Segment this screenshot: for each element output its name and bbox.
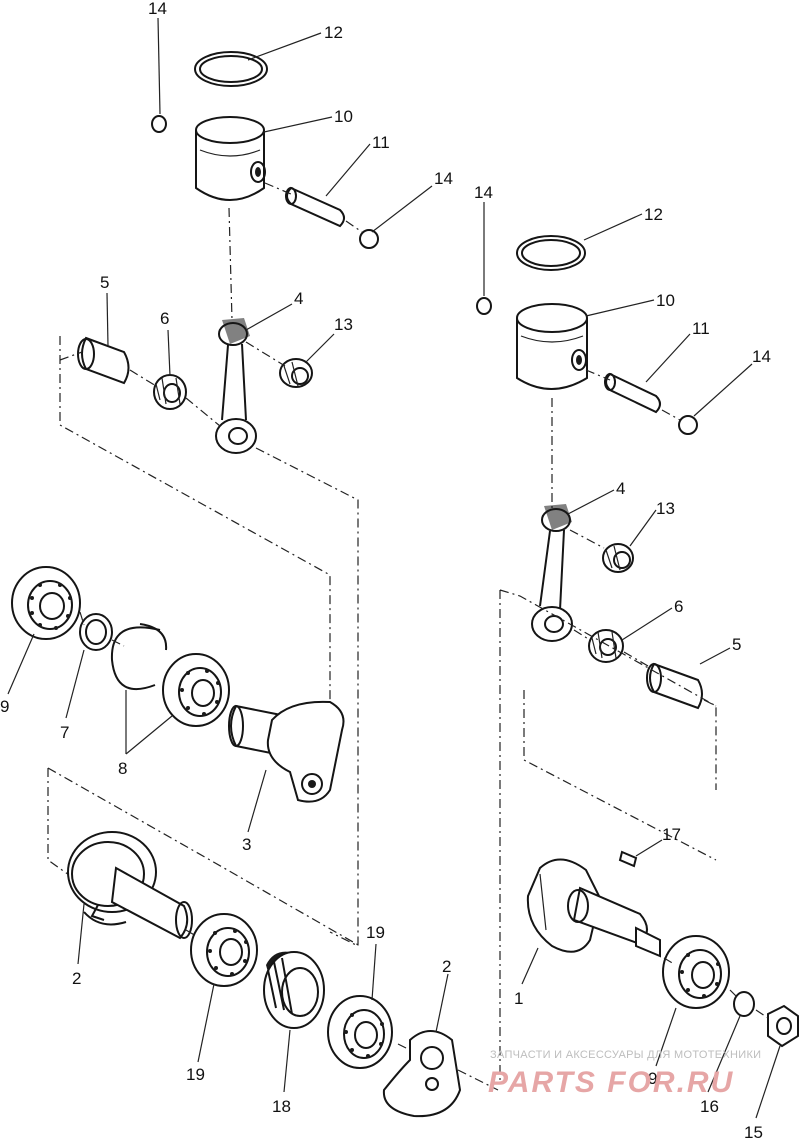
callout-left-6: 6 <box>160 309 169 328</box>
labyrinth-seal-part-18-left <box>263 951 325 1029</box>
centerline-left-crank2b <box>397 1043 411 1051</box>
callout-right-11: 11 <box>692 319 710 338</box>
callout-left-11: 11 <box>372 133 390 152</box>
callout-right-5: 5 <box>732 635 741 654</box>
callout-right-15: 15 <box>744 1123 763 1142</box>
main-bearing-part-9-right <box>662 935 730 1009</box>
callout-right-14b: 14 <box>752 347 771 366</box>
centerline-left-piston <box>228 207 233 321</box>
callout-left-19a: 19 <box>366 923 385 942</box>
callout-right-12: 12 <box>644 205 663 224</box>
callout-right-6: 6 <box>674 597 683 616</box>
crankshaft-part-1-right <box>526 858 661 958</box>
centerline-left-shaft <box>185 929 197 937</box>
dowel-pin-part-17-right <box>618 850 638 868</box>
main-bearing-part-9-left <box>11 566 81 640</box>
frame-right <box>499 589 717 1082</box>
crank-half-part-2-left <box>67 831 193 940</box>
callout-right-9: 9 <box>648 1069 657 1088</box>
centerline-right-pin5 <box>623 651 649 667</box>
piston-part-10-left <box>195 116 266 201</box>
crank-pin-part-5-right <box>646 662 703 710</box>
callout-left-18: 18 <box>272 1097 291 1116</box>
piston-pin-part-11-right <box>604 372 661 414</box>
callout-left-13: 13 <box>334 315 353 334</box>
snap-ring-part-8-left <box>110 623 168 690</box>
needle-bearing-part-6-right <box>588 629 624 663</box>
centerline-left-clip <box>345 220 363 233</box>
centerline-left-smallend <box>245 341 286 367</box>
callout-right-16: 16 <box>700 1097 719 1116</box>
callout-numbers: 14 12 10 11 14 5 6 4 13 9 7 8 3 2 19 19 … <box>0 0 771 1142</box>
right-cylinder-assembly <box>476 235 799 1082</box>
main-bearing-part-8-left <box>162 653 230 727</box>
callout-left-10: 10 <box>334 107 353 126</box>
centerline-right-nut <box>755 1009 769 1019</box>
callout-right-1: 1 <box>514 989 523 1008</box>
centerline-right-bearing9 <box>663 957 675 965</box>
frame-left-upper <box>59 336 359 947</box>
centerline-right-pin <box>585 369 611 381</box>
centerline-right-smallend <box>569 529 605 549</box>
callout-left-14a: 14 <box>148 0 167 18</box>
callout-left-7: 7 <box>60 723 69 742</box>
callout-left-2b: 2 <box>442 957 451 976</box>
callout-right-13: 13 <box>656 499 675 518</box>
centerline-left-bearing6 <box>129 369 157 387</box>
needle-bearing-part-6-left <box>153 374 187 410</box>
watermark-caption: ЗАПЧАСТИ И АКСЕССУАРЫ ДЛЯ МОТОТЕХНИКИ <box>490 1049 761 1061</box>
main-bearing-part-19-left-a <box>190 913 258 987</box>
centerline-left-pin <box>264 182 292 195</box>
callout-right-14a: 14 <box>474 183 493 202</box>
centerline-left-bigend <box>185 397 221 427</box>
shim-washer-part-7-left <box>79 613 113 651</box>
circlip-part-14-left-a <box>151 115 167 133</box>
centerline-left-bearing9 <box>79 611 85 626</box>
circlip-part-14-right-b <box>678 415 698 435</box>
callout-left-14b: 14 <box>434 169 453 188</box>
centerline-left-washer <box>111 639 125 647</box>
centerline-right-washer <box>729 989 737 997</box>
crank-pin-part-5-left <box>77 336 130 385</box>
callout-left-5: 5 <box>100 273 109 292</box>
callout-right-4: 4 <box>616 479 625 498</box>
callout-left-3: 3 <box>242 835 251 854</box>
centerline-right-clip <box>661 409 681 421</box>
watermark: ЗАПЧАСТИ И АКСЕССУАРЫ ДЛЯ МОТОТЕХНИКИ PA… <box>488 1049 761 1099</box>
callout-left-9: 9 <box>0 697 9 716</box>
piston-part-10-right <box>516 303 588 390</box>
needle-bearing-part-13-right <box>602 543 634 573</box>
callout-right-17: 17 <box>662 825 681 844</box>
circlip-part-14-right-a <box>476 297 492 315</box>
left-cylinder-assembly <box>11 51 499 1118</box>
callout-left-8: 8 <box>118 759 127 778</box>
callout-left-19b: 19 <box>186 1065 205 1084</box>
watermark-logo: PARTS FOR.RU <box>488 1066 734 1099</box>
nut-part-15-right <box>767 1004 799 1048</box>
needle-bearing-part-13-left <box>279 358 313 388</box>
crank-half-part-2-left-b <box>382 1030 462 1118</box>
connecting-rod-part-4-right <box>531 504 573 642</box>
main-bearing-part-19-left-b <box>327 995 393 1069</box>
piston-ring-part-12-right <box>516 235 586 271</box>
callout-left-2: 2 <box>72 969 81 988</box>
circlip-part-14-left-b <box>359 229 379 249</box>
washer-part-16-right <box>733 991 755 1017</box>
leader-lines <box>7 17 781 1119</box>
crank-half-part-3-left <box>228 700 345 803</box>
callout-left-12: 12 <box>324 23 343 42</box>
centerline-right-bigend <box>573 629 591 641</box>
frame-left-lower <box>47 767 361 947</box>
piston-ring-part-12-left <box>194 51 268 87</box>
callout-right-10: 10 <box>656 291 675 310</box>
centerline-left-end <box>457 1069 499 1091</box>
connecting-rod-part-4-left <box>215 318 257 454</box>
callout-left-4: 4 <box>294 289 303 308</box>
centerline-left-pin5 <box>59 351 83 361</box>
piston-pin-part-11-left <box>285 186 345 228</box>
